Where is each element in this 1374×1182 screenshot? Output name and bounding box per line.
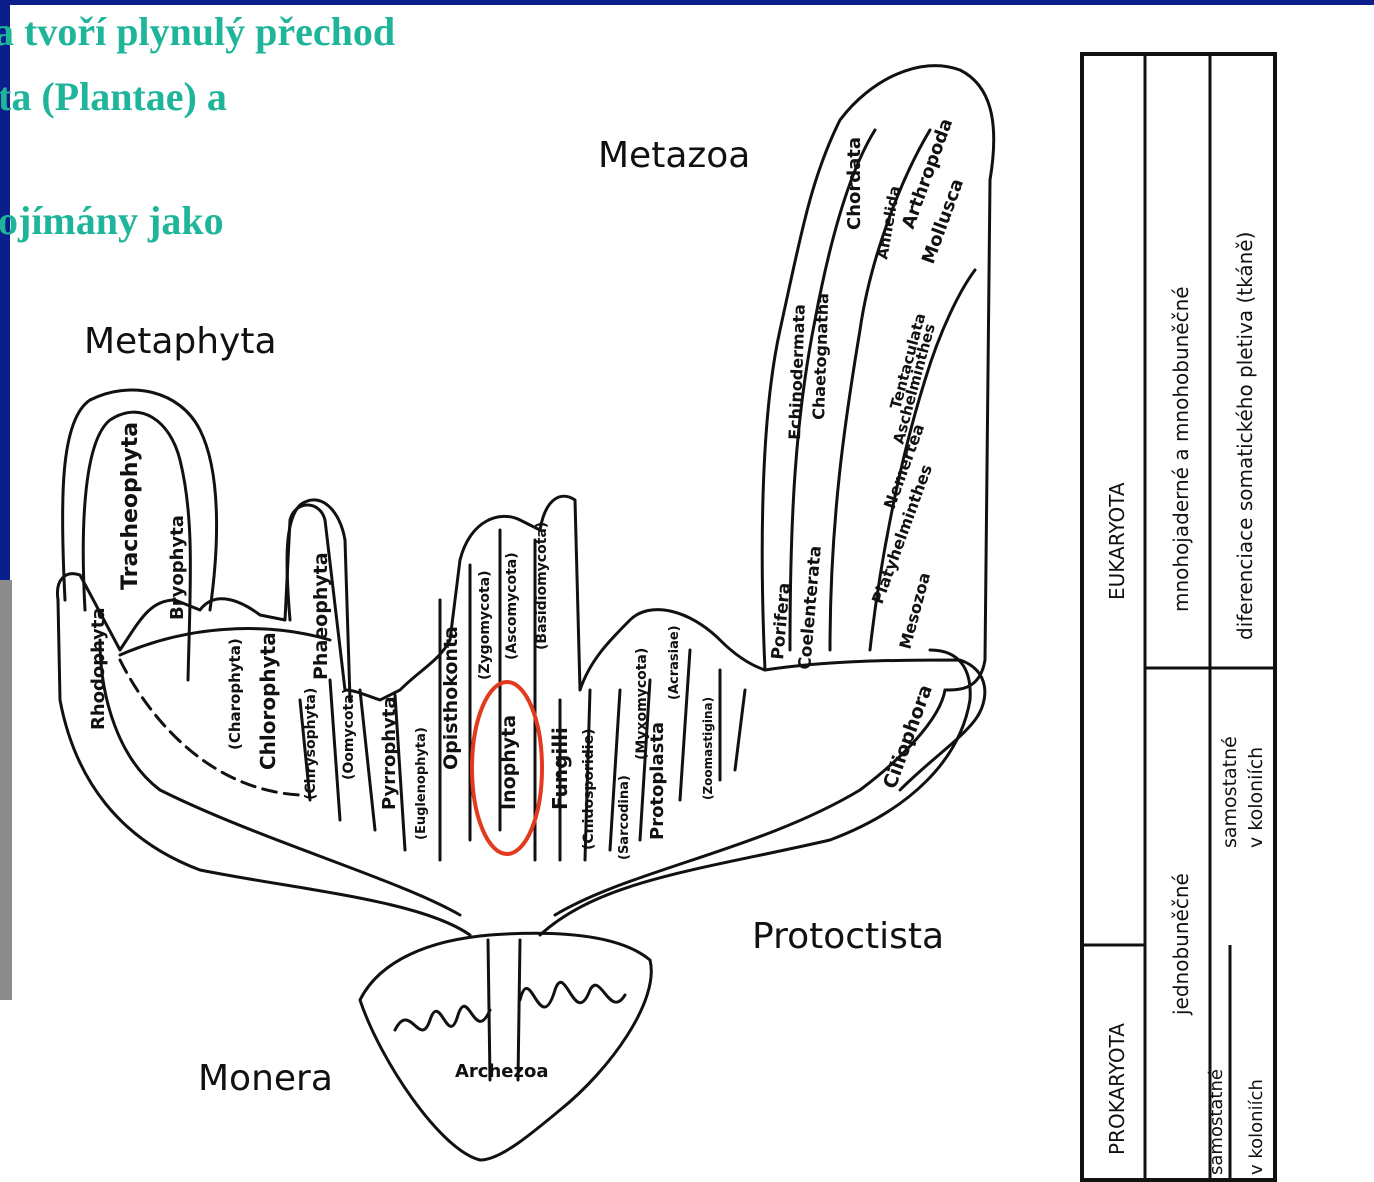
slide-top-border <box>0 0 1374 5</box>
trunk-inner-left <box>100 640 460 915</box>
taxon-mesozoa: Mesozoa <box>896 570 935 651</box>
taxon-chordata: Chordata <box>844 137 865 230</box>
taxon-charophyta: (Charophyta) <box>226 638 244 750</box>
label-monera: Monera <box>198 1058 333 1099</box>
taxon-chlorophyta: Chlorophyta <box>256 632 280 770</box>
classification-table: EUKARYOTA PROKARYOTA mnohojaderné a mnoh… <box>1082 54 1275 1180</box>
taxon-chrysophyta: (Chrysophyta) <box>303 688 319 800</box>
taxon-sarcodina: (Sarcodina) <box>617 775 632 860</box>
rhodophyta-divider <box>120 629 330 655</box>
heading-line-1: a tvoří plynulý přechod <box>0 9 395 54</box>
label-archezoa: Archezoa <box>455 1061 549 1082</box>
label-metazoa: Metazoa <box>598 135 750 176</box>
label-metaphyta: Metaphyta <box>84 321 277 362</box>
metazoa-base <box>765 660 985 790</box>
taxon-zygomycota: (Zygomycota) <box>477 571 493 680</box>
taxon-basidiomycota: (Basidiomycota) <box>534 522 550 650</box>
taxon-fungilli: Fungilli <box>548 727 572 810</box>
slide-left-shadow <box>0 580 12 1000</box>
taxon-rhodophyta: Rhodophyta <box>88 608 109 730</box>
taxon-oomycota: (Oomycota) <box>341 688 357 780</box>
metaphyta-outline <box>57 496 765 700</box>
table-unicellular: jednobuněčné <box>1169 873 1193 1016</box>
slide-heading: a tvoří plynulý přechod ta (Plantae) a o… <box>0 9 395 243</box>
table-colonies-lower: v koloniích <box>1246 1079 1267 1175</box>
taxon-chaetognatha: Chaetognatha <box>809 293 832 420</box>
taxon-euglenophyta: (Euglenophyta) <box>414 727 429 840</box>
taxon-ciliophora: Ciliophora <box>879 682 937 792</box>
taxon-pyrrophyta: Pyrrophyta <box>379 696 400 810</box>
taxon-acrasiae: (Acrasiae) <box>667 625 682 700</box>
taxon-opisthokonta: Opisthokonta <box>440 626 462 770</box>
table-differentiation: diferenciace somatického pletiva (tkáně) <box>1233 232 1257 640</box>
monera-bowl <box>360 933 651 1160</box>
taxon-protoplasta: Protoplasta <box>647 722 668 840</box>
taxon-ascomycota: (Ascomycota) <box>504 552 520 660</box>
table-colonies-upper: v koloniích <box>1245 747 1267 848</box>
table-solitary-upper: samostatné <box>1219 736 1241 848</box>
taxon-tracheophyta: Tracheophyta <box>118 422 143 590</box>
table-eukaryota: EUKARYOTA <box>1105 482 1129 600</box>
taxon-echinodermata: Echinodermata <box>785 304 809 440</box>
taxon-cnidosporidie: (Cnidosporidie) <box>581 729 597 850</box>
taxon-inophyta: Inophyta <box>498 715 520 810</box>
table-prokaryota: PROKARYOTA <box>1105 1023 1129 1155</box>
label-protoctista: Protoctista <box>752 916 944 957</box>
taxon-zoomastigina: (Zoomastigina) <box>701 697 715 800</box>
taxon-phaeophyta: Phaeophyta <box>310 552 332 680</box>
table-multinuclear: mnohojaderné a mnohobuněčné <box>1169 286 1193 612</box>
taxon-bryophyta: Bryophyta <box>167 515 188 620</box>
heading-line-2: ta (Plantae) a <box>0 74 227 119</box>
taxon-coelenterata: Coelenterata <box>795 545 826 671</box>
monera-inner-waves <box>395 982 625 1030</box>
heading-line-3: ojímány jako <box>0 198 224 243</box>
table-solitary-lower: samostatné <box>1206 1069 1227 1175</box>
monera-stems <box>488 940 520 1080</box>
